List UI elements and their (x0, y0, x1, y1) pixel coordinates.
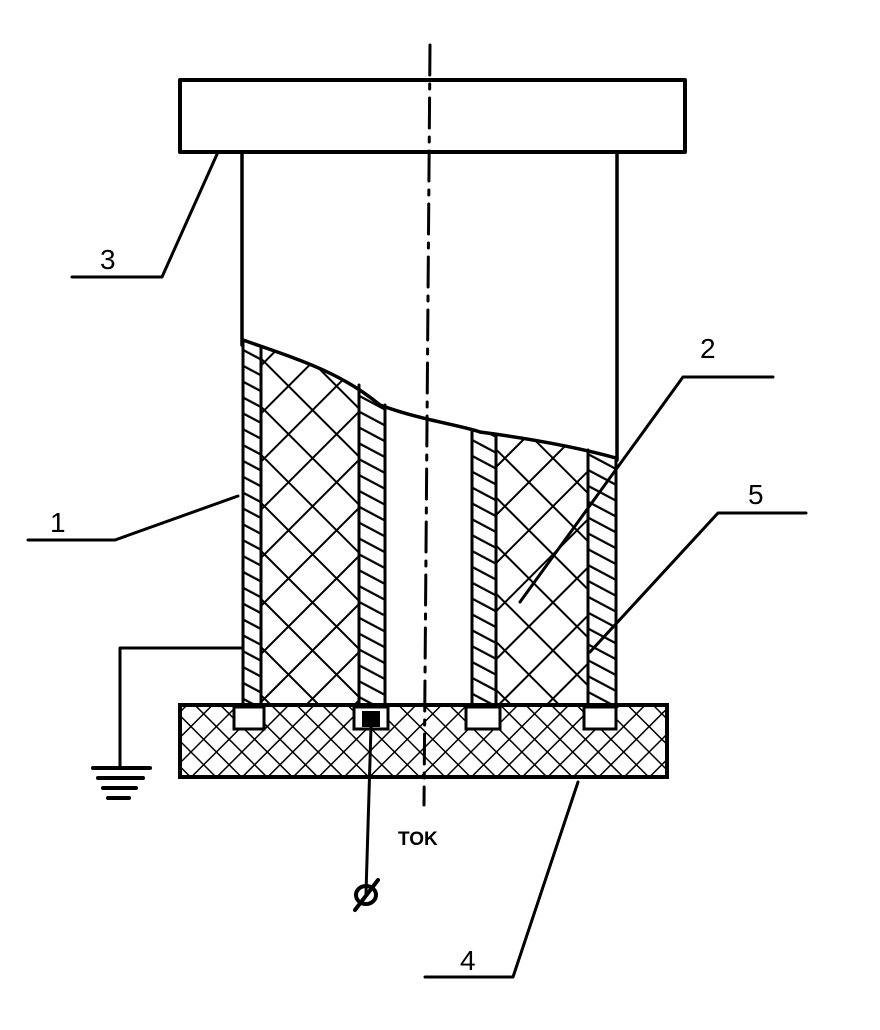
ground-icon (91, 766, 152, 800)
cutaway-boundaries (241, 338, 618, 707)
center-axis (422, 43, 432, 807)
leader-2 (518, 375, 775, 604)
leader-5 (588, 511, 808, 654)
label-current: TOK (398, 829, 438, 850)
label-4: 4 (460, 945, 476, 976)
leader-3 (70, 150, 220, 279)
label-5: 5 (748, 479, 764, 510)
terminal-icon (353, 878, 380, 912)
top-cap (178, 78, 687, 154)
label-3: 3 (100, 244, 116, 275)
electrode-lead (364, 725, 373, 895)
cutaway-section (243, 340, 616, 705)
ground-wire (118, 646, 244, 770)
leader-1 (26, 494, 240, 542)
high-voltage-contact (362, 711, 380, 727)
cut-edge (241, 338, 618, 460)
label-1: 1 (50, 507, 66, 538)
leader-4 (423, 780, 580, 979)
label-2: 2 (700, 333, 716, 364)
